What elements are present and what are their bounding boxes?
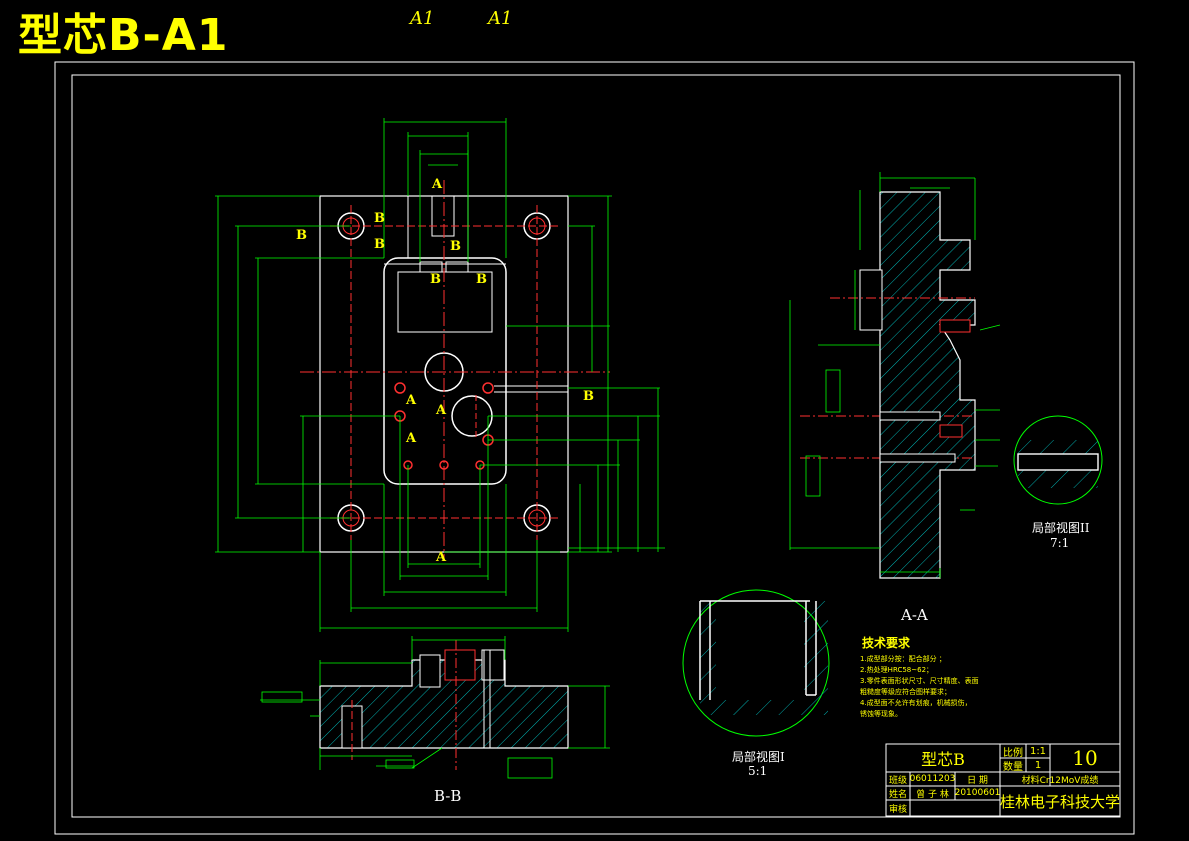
- title-block-part-name: 型芯B: [921, 750, 965, 769]
- section-bb-view: [319, 640, 569, 770]
- section-marker: A: [406, 393, 417, 408]
- section-marker: A: [436, 550, 447, 565]
- section-marker: B: [450, 239, 461, 254]
- detail-2-scale: 7:1: [1050, 536, 1070, 550]
- title-block-scale-value: 1:1: [1029, 745, 1047, 757]
- section-aa-dimensions: [789, 172, 1001, 578]
- section-marker: B: [374, 237, 385, 252]
- section-marker: B: [583, 389, 594, 404]
- title-block-row2-label: 姓名: [888, 789, 907, 800]
- sheet-mark-1: A1: [410, 8, 435, 29]
- section-marker: A: [436, 403, 447, 418]
- drawing-title: 型芯B-A1: [18, 10, 229, 61]
- title-block-date-label: 日 期: [967, 775, 988, 786]
- outer-frame: [54, 61, 1135, 835]
- section-marker: B: [296, 228, 307, 243]
- detail-2-view: [1013, 415, 1103, 505]
- sheet-mark-2: A1: [488, 8, 513, 29]
- tech-requirement-item: 粗糙度等级应符合图样要求；: [860, 688, 951, 696]
- tech-requirement-item: 3.零件表面形状尺寸、尺寸精度、表面: [860, 677, 979, 685]
- tech-requirements-heading: 技术要求: [862, 636, 911, 650]
- section-marker: A: [406, 431, 417, 446]
- section-marker: B: [476, 272, 487, 287]
- title-block-row2-value: 曾 子 林: [916, 789, 949, 800]
- title-block-drawing-no: 10: [1072, 746, 1098, 770]
- detail-1-scale: 5:1: [748, 764, 768, 778]
- title-block-qty-value: 1: [1034, 759, 1042, 771]
- section-aa-label: A-A: [901, 606, 928, 624]
- tech-requirement-item: 2.热处理HRC58~62；: [860, 666, 934, 674]
- plan-view: [300, 180, 610, 560]
- plan-dimensions: [215, 118, 665, 632]
- tech-requirement-item: 4.成型面不允许有划痕，机械损伤，: [860, 699, 972, 707]
- section-marker: B: [374, 211, 385, 226]
- title-block-row1-label: 班级: [888, 775, 907, 786]
- inner-frame: [71, 74, 1121, 818]
- title-block-material: 材料Cr12MoV成绩: [1021, 775, 1099, 786]
- title-block-row1-value: 06011203: [910, 774, 955, 784]
- section-bb-dimensions: [260, 636, 610, 779]
- detail-1-label: 局部视图I: [732, 750, 785, 764]
- title-block-row3-label: 审核: [888, 804, 907, 815]
- section-bb-label: B-B: [434, 787, 462, 805]
- section-marker: B: [430, 272, 441, 287]
- tech-requirement-item: 1.成型部分按：配合部分 ；: [860, 655, 946, 663]
- title-block-scale-label: 比例: [1003, 747, 1023, 759]
- section-marker: A: [432, 177, 443, 192]
- detail-1-view: [682, 589, 830, 737]
- detail-2-label: 局部视图II: [1032, 521, 1090, 535]
- section-aa-view: [800, 191, 976, 579]
- tech-requirement-item: 锈蚀等现象。: [860, 710, 902, 718]
- title-block-qty-label: 数量: [1003, 761, 1023, 773]
- title-block-lines: [885, 743, 1121, 817]
- title-block-date-value: 20100601: [955, 788, 1000, 798]
- tech-requirements-list: 1.成型部分按：配合部分 ； 2.热处理HRC58~62； 3.零件表面形状尺寸…: [860, 654, 979, 720]
- title-block-school: 桂林电子科技大学: [1000, 792, 1120, 811]
